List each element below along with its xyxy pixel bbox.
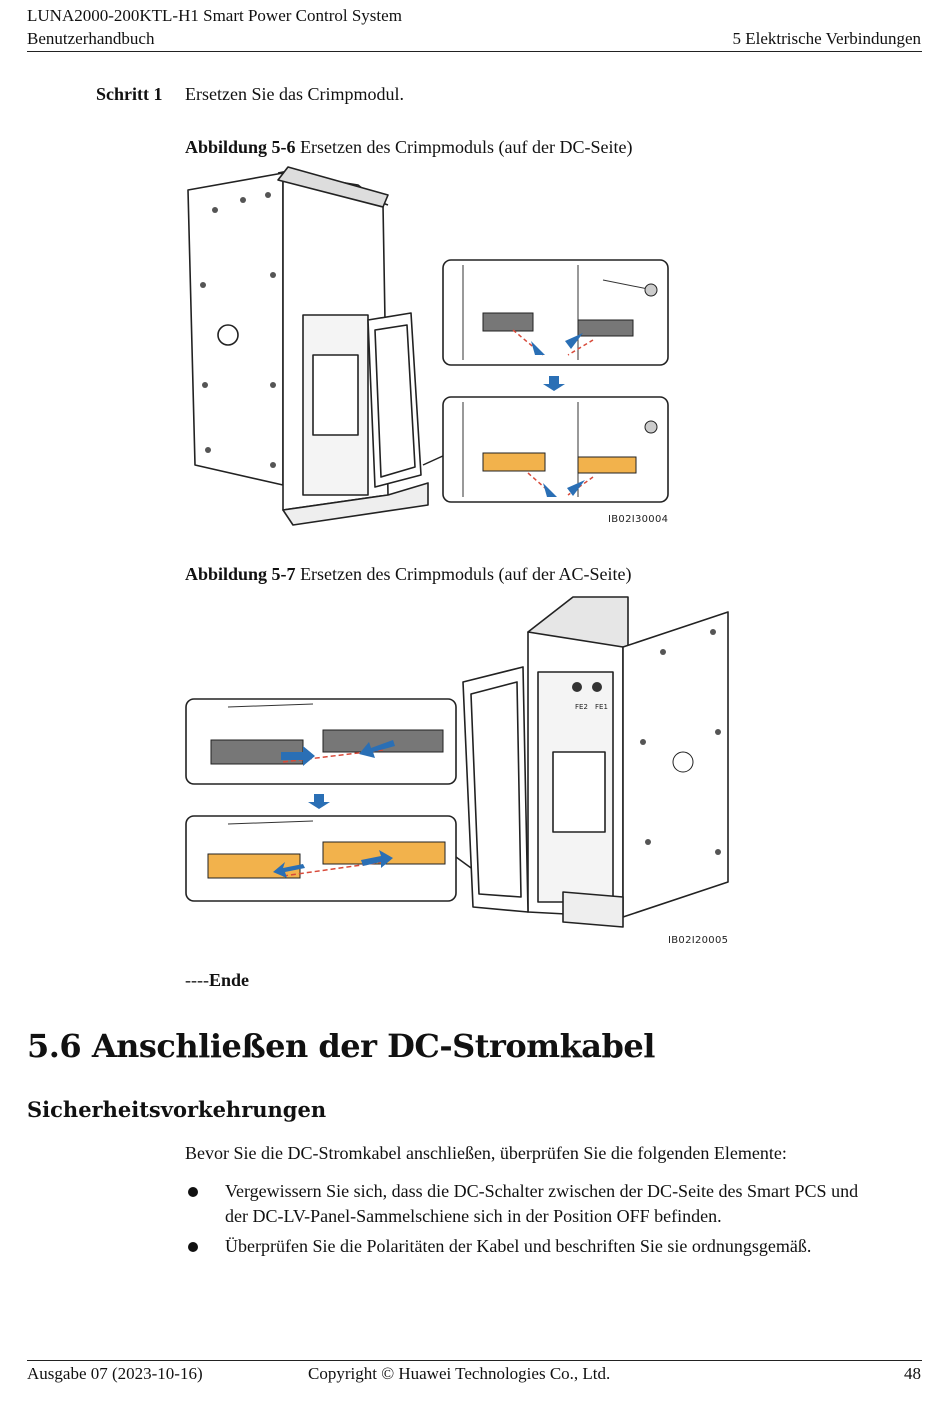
switch-label-fe1: FE1 [595, 703, 608, 711]
figure2-label: Abbildung 5-7 [185, 564, 296, 584]
switch-label-fe2: FE2 [575, 703, 588, 711]
figure2-illustration: FE2 FE1 [185, 596, 729, 928]
section-title: 5.6 Anschließen der DC-Stromkabel [27, 1027, 655, 1065]
figure1-title: Ersetzen des Crimpmoduls (auf der DC-Sei… [300, 137, 633, 157]
figure1-illustration [187, 166, 669, 526]
figure2-id: IB02I20005 [668, 935, 729, 946]
footer-rule [27, 1360, 922, 1361]
header-product-title: LUNA2000-200KTL-H1 Smart Power Control S… [27, 6, 402, 25]
figure1-id: IB02I30004 [608, 514, 669, 525]
subsection-title: Sicherheitsvorkehrungen [27, 1097, 327, 1122]
step-label: Schritt 1 [96, 84, 163, 104]
bullet-item-1: Vergewissern Sie sich, dass die DC-Schal… [225, 1179, 858, 1229]
header-chapter: 5 Elektrische Verbindungen [732, 29, 921, 48]
end-marker-word: Ende [208, 970, 250, 990]
footer-edition: Ausgabe 07 (2023-10-16) [27, 1364, 203, 1383]
bullet-dot [188, 1187, 198, 1197]
figure1-caption: Abbildung 5-6 Ersetzen des Crimpmoduls (… [185, 135, 632, 160]
intro-text: Bevor Sie die DC-Stromkabel anschließen,… [185, 1143, 787, 1163]
end-marker-dashes: ---- [185, 970, 209, 990]
figure1-label: Abbildung 5-6 [185, 137, 296, 157]
header-manual-title: Benutzerhandbuch [27, 29, 155, 48]
figure2-title: Ersetzen des Crimpmoduls (auf der AC-Sei… [300, 564, 632, 584]
footer-page-number: 48 [904, 1364, 921, 1383]
end-marker: ----Ende [185, 968, 249, 993]
step-text: Ersetzen Sie das Crimpmodul. [185, 84, 404, 104]
bullet-item-2: Überprüfen Sie die Polaritäten der Kabel… [225, 1234, 811, 1259]
bullet-item-1-line1: Vergewissern Sie sich, dass die DC-Schal… [225, 1181, 859, 1201]
bullet-item-2-line1: Überprüfen Sie die Polaritäten der Kabel… [225, 1236, 812, 1256]
header-rule [27, 51, 922, 52]
bullet-item-1-line2: der DC-LV-Panel-Sammelschiene sich in de… [225, 1206, 722, 1226]
footer-copyright: Copyright © Huawei Technologies Co., Ltd… [308, 1364, 611, 1383]
figure2-caption: Abbildung 5-7 Ersetzen des Crimpmoduls (… [185, 562, 631, 587]
bullet-dot [188, 1242, 198, 1252]
